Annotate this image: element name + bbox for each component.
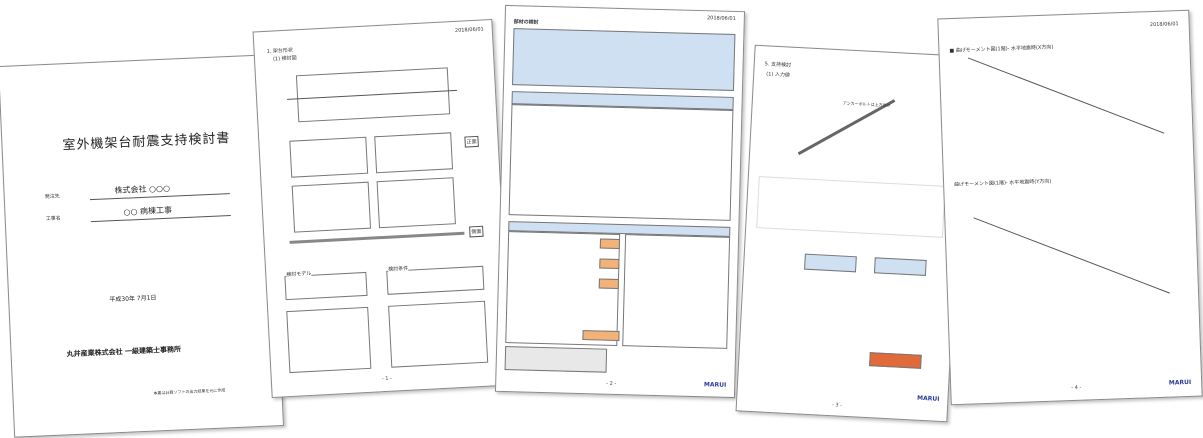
page-number: - 1 - (381, 375, 393, 383)
diagram-title-x: ■ 曲げモーメント図(1階)- 水平地震時(X方向) (949, 44, 1054, 55)
condition-box-title: 検討条件 (388, 264, 409, 273)
cover-note: 本書は計算ソフトの出力結果を元に作成 (153, 387, 226, 396)
page-date: 2018/06/01 (706, 15, 736, 22)
model-box-title: 検討モデル (286, 269, 312, 279)
project-name: ○○ 病棟工事 (123, 205, 173, 217)
side-view-right (376, 177, 456, 229)
marui-logo: MARUI (1168, 378, 1192, 387)
highlight-cell-1 (599, 238, 621, 250)
marui-logo: MARUI (703, 381, 727, 389)
elevation-label: 正面 (464, 135, 479, 148)
highlight-cell-3 (598, 278, 619, 289)
footer-graphic (504, 346, 608, 373)
moment-line-x (967, 57, 1165, 134)
detail-box-left (286, 306, 372, 374)
page-number: - 3 - (831, 402, 843, 409)
page-number: - 4 - (1071, 384, 1082, 392)
section-sub: (1) 検討図 (272, 55, 297, 63)
project-underline (90, 215, 231, 223)
cover-page: 室外機架台耐震支持検討書 発注先 株式会社 ○○○ 工事名 ○○ 病棟工事 平成… (0, 54, 284, 438)
marui-logo: MARUI (916, 394, 940, 403)
diagram-title-y: 曲げモーメント図(1階)- 水平地震時(Y方向) (954, 178, 1052, 189)
client-underline (89, 193, 230, 201)
moment-diagram-page: 2018/06/01 ■ 曲げモーメント図(1階)- 水平地震時(X方向) 曲げ… (937, 9, 1203, 406)
client-name: 株式会社 ○○○ (114, 183, 171, 196)
section-diagram-1 (804, 253, 857, 273)
highlight-cell-2 (599, 258, 620, 270)
header-table (512, 28, 736, 91)
detail-box-right (388, 300, 489, 368)
cover-date: 平成30年 7月1日 (109, 294, 157, 304)
anchor-label: アンカーボルトは上方向き (842, 100, 891, 108)
table-page: 2018/06/01 部材の検討 - 2 - MARUI (494, 4, 746, 399)
moment-line-y (973, 217, 1170, 294)
base-beam (289, 231, 465, 244)
elevation-view-left (289, 136, 369, 178)
text-block (756, 176, 946, 238)
section-heading: 1. 架台形状 (266, 47, 294, 55)
client-label: 発注先 (44, 193, 60, 201)
section-heading: 5. 支持検討 (764, 61, 792, 69)
highlight-cell-4 (582, 330, 620, 342)
page-date: 2018/06/01 (454, 26, 484, 34)
side-label: 側面 (469, 225, 484, 238)
page-date: 2018/06/01 (1149, 21, 1179, 29)
side-view-left (291, 181, 372, 233)
calculation-page: 5. 支持検討 (1) 入力値 アンカーボルトは上方向き - 3 - MARUI (735, 44, 967, 423)
section-sub: (1) 入力値 (766, 71, 791, 79)
section-diagram-2 (873, 257, 927, 276)
elevation-view-right (374, 132, 454, 174)
company-name: 丸井産業株式会社 一級建築士事務所 (66, 345, 182, 359)
page-number: - 2 - (606, 380, 617, 387)
section-heading: 部材の検討 (513, 19, 539, 26)
section-diagram-3 (869, 352, 922, 369)
section-table (508, 103, 734, 221)
project-label: 工事名 (45, 215, 61, 223)
drawing-page: 2018/06/01 1. 架台形状 (1) 検討図 正面 側面 検討モデル 検… (252, 18, 512, 399)
summary-table-right (622, 234, 731, 349)
cover-title: 室外機架台耐震支持検討書 (62, 131, 231, 154)
